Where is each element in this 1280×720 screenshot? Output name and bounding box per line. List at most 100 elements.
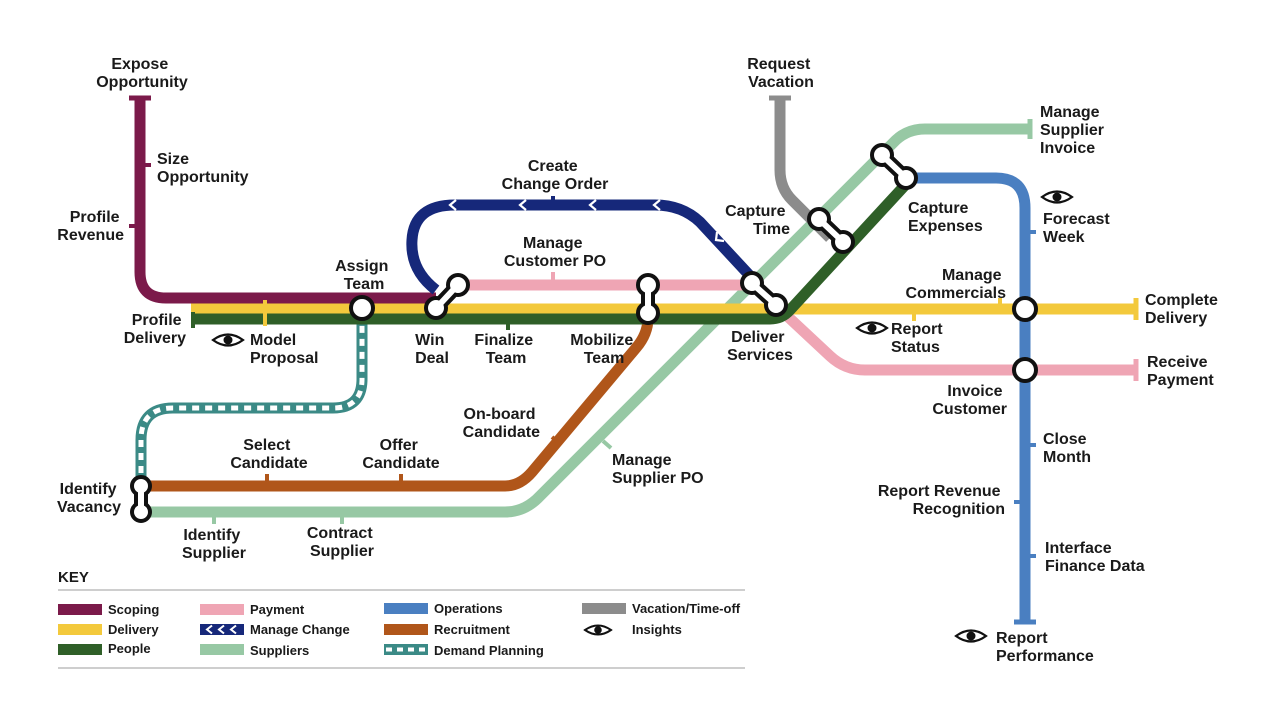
label-line: Forecast	[1043, 211, 1110, 228]
label-line: Profile	[132, 312, 182, 329]
legend: KEY Scoping Delivery People Payment Mana…	[58, 569, 745, 669]
label-line: Vacancy	[57, 499, 121, 516]
station-capture-time-interchange	[807, 207, 855, 254]
label-manage-supplier-po: Manage Supplier PO	[612, 452, 704, 487]
label-line: Create	[528, 158, 578, 175]
legend-swatch-demand-planning	[384, 644, 428, 655]
tick-manage-supplier-po	[601, 439, 613, 450]
label-expose-opportunity: Expose Opportunity	[96, 56, 188, 91]
label-line: Supplier	[182, 545, 246, 562]
label-line: Customer	[932, 401, 1007, 418]
legend-label-scoping: Scoping	[108, 602, 159, 617]
label-manage-customer-po: Manage Customer PO	[504, 235, 606, 270]
eye-icon	[1040, 190, 1074, 204]
legend-swatch-suppliers	[200, 644, 244, 655]
label-line: Capture	[725, 203, 786, 220]
label-line: Customer PO	[504, 253, 606, 270]
label-line: Report Revenue	[878, 483, 1001, 500]
label-model-proposal: Model Proposal	[250, 332, 318, 367]
label-line: Manage	[1040, 104, 1100, 121]
label-line: Supplier PO	[612, 470, 704, 487]
eye-icon	[211, 333, 245, 347]
label-line: Delivery	[124, 330, 186, 347]
label-line: Team	[486, 350, 527, 367]
legend-title: KEY	[58, 569, 89, 586]
label-line: Services	[727, 347, 793, 364]
label-capture-expenses: Capture Expenses	[908, 200, 983, 235]
label-line: Performance	[996, 648, 1094, 665]
label-line: Status	[891, 339, 940, 356]
label-line: Change Order	[502, 176, 609, 193]
legend-swatch-manage-change	[200, 624, 244, 635]
label-select-candidate: Select Candidate	[230, 437, 307, 472]
label-line: Month	[1043, 449, 1091, 466]
label-line: Profile	[70, 209, 120, 226]
legend-label-demand-planning: Demand Planning	[434, 643, 544, 658]
legend-manage-change-chevrons	[205, 624, 237, 635]
legend-label-manage-change: Manage Change	[250, 622, 350, 637]
label-profile-revenue: Profile Revenue	[57, 209, 124, 244]
station-capture-expenses-interchange	[870, 143, 918, 190]
legend-label-insights: Insights	[632, 622, 682, 637]
legend-swatch-vacation	[582, 603, 626, 614]
label-line: Commercials	[906, 285, 1007, 302]
label-line: Report	[891, 321, 943, 338]
label-line: Close	[1043, 431, 1087, 448]
label-request-vacation: Request Vacation	[747, 56, 815, 91]
label-create-change-order: Create Change Order	[502, 158, 609, 193]
label-line: Receive	[1147, 354, 1208, 371]
station-manage-commercials	[1012, 296, 1038, 322]
label-line: Opportunity	[157, 169, 249, 186]
label-mobilize-team: Mobilize Team	[570, 332, 638, 367]
label-line: Invoice	[1040, 140, 1095, 157]
label-report-status: Report Status	[891, 321, 947, 356]
label-line: Team	[344, 276, 385, 293]
station-identify-vacancy-interchange	[130, 475, 152, 523]
label-line: Candidate	[463, 424, 540, 441]
label-line: Request	[747, 56, 811, 73]
manage-change-chevrons	[448, 199, 725, 243]
label-line: On-board	[464, 406, 536, 423]
label-identify-vacancy: Identify Vacancy	[57, 481, 121, 516]
label-line: Supplier	[310, 543, 374, 560]
legend-swatch-operations	[384, 603, 428, 614]
label-line: Manage	[612, 452, 672, 469]
label-line: Supplier	[1040, 122, 1104, 139]
legend-label-vacation: Vacation/Time-off	[632, 601, 741, 616]
legend-swatch-recruitment	[384, 624, 428, 635]
eye-icon	[583, 624, 613, 636]
station-win-deal-interchange	[424, 273, 470, 320]
label-line: Candidate	[362, 455, 439, 472]
label-line: Win	[415, 332, 444, 349]
label-line: Team	[584, 350, 625, 367]
label-line: Identify	[183, 527, 240, 544]
legend-swatch-delivery	[58, 624, 102, 635]
station-mobilize-team-interchange	[636, 273, 660, 325]
label-forecast-week: Forecast Week	[1043, 211, 1114, 246]
line-payment	[458, 279, 1136, 376]
label-line: Recognition	[913, 501, 1005, 518]
label-line: Vacation	[748, 74, 814, 91]
label-report-performance: Report Performance	[996, 630, 1094, 665]
label-receive-payment: Receive Payment	[1147, 354, 1214, 389]
label-line: Identify	[60, 481, 117, 498]
label-invoice-customer: Invoice Customer	[932, 383, 1007, 418]
label-line: Proposal	[250, 350, 318, 367]
label-interface-finance-data: Interface Finance Data	[1045, 540, 1145, 575]
label-line: Payment	[1147, 372, 1214, 389]
label-line: Size	[157, 151, 189, 168]
label-finalize-team: Finalize Team	[474, 332, 537, 367]
label-complete-delivery: Complete Delivery	[1145, 292, 1222, 327]
legend-label-people: People	[108, 641, 151, 656]
label-line: Model	[250, 332, 296, 349]
label-close-month: Close Month	[1043, 431, 1091, 466]
station-invoice-customer	[1012, 357, 1038, 383]
station-assign-team	[349, 295, 375, 321]
label-report-revenue-recognition: Report Revenue Recognition	[878, 483, 1005, 518]
label-line: Delivery	[1145, 310, 1207, 327]
label-line: Manage	[523, 235, 583, 252]
line-recruitment	[141, 312, 654, 492]
label-line: Expose	[111, 56, 168, 73]
label-line: Deal	[415, 350, 449, 367]
label-line: Revenue	[57, 227, 124, 244]
